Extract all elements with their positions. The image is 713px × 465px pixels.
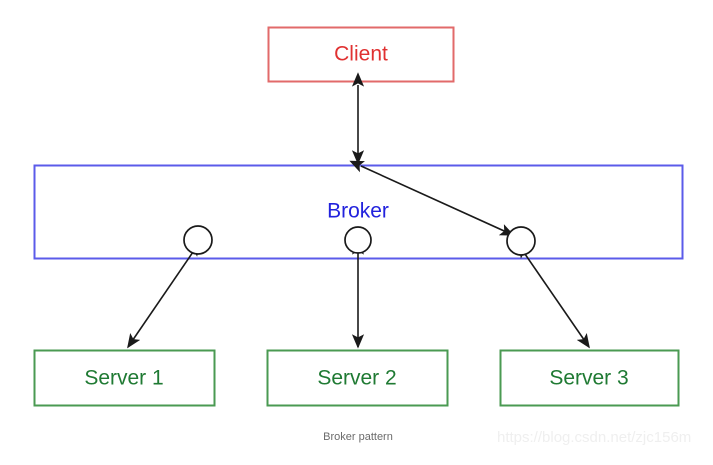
diagram-caption: Broker pattern [323, 431, 393, 443]
connector-layer [127, 72, 590, 349]
broker-port-1-icon[interactable] [183, 225, 213, 255]
server-1-label: Server 1 [84, 367, 163, 390]
node-client[interactable]: Client [267, 26, 455, 83]
watermark: https://blog.csdn.net/zjc156m [497, 429, 691, 446]
broker-port-2-icon[interactable] [344, 226, 372, 254]
server-3-box[interactable] [499, 349, 680, 407]
server1-broker-connector [127, 241, 201, 349]
server3-broker-connector [517, 243, 590, 349]
node-server-1[interactable]: Server 1 [33, 349, 216, 407]
client-label: Client [334, 43, 388, 66]
broker-port-3-icon[interactable] [506, 226, 536, 256]
node-server-3[interactable]: Server 3 [499, 349, 680, 407]
broker-label: Broker [327, 200, 389, 223]
server-3-label: Server 3 [549, 367, 628, 390]
node-server-2[interactable]: Server 2 [266, 349, 449, 407]
broker-ports [183, 225, 536, 256]
server-1-box[interactable] [33, 349, 216, 407]
server-2-box[interactable] [266, 349, 449, 407]
server-2-label: Server 2 [317, 367, 396, 390]
broker-internal-connector [349, 160, 515, 236]
